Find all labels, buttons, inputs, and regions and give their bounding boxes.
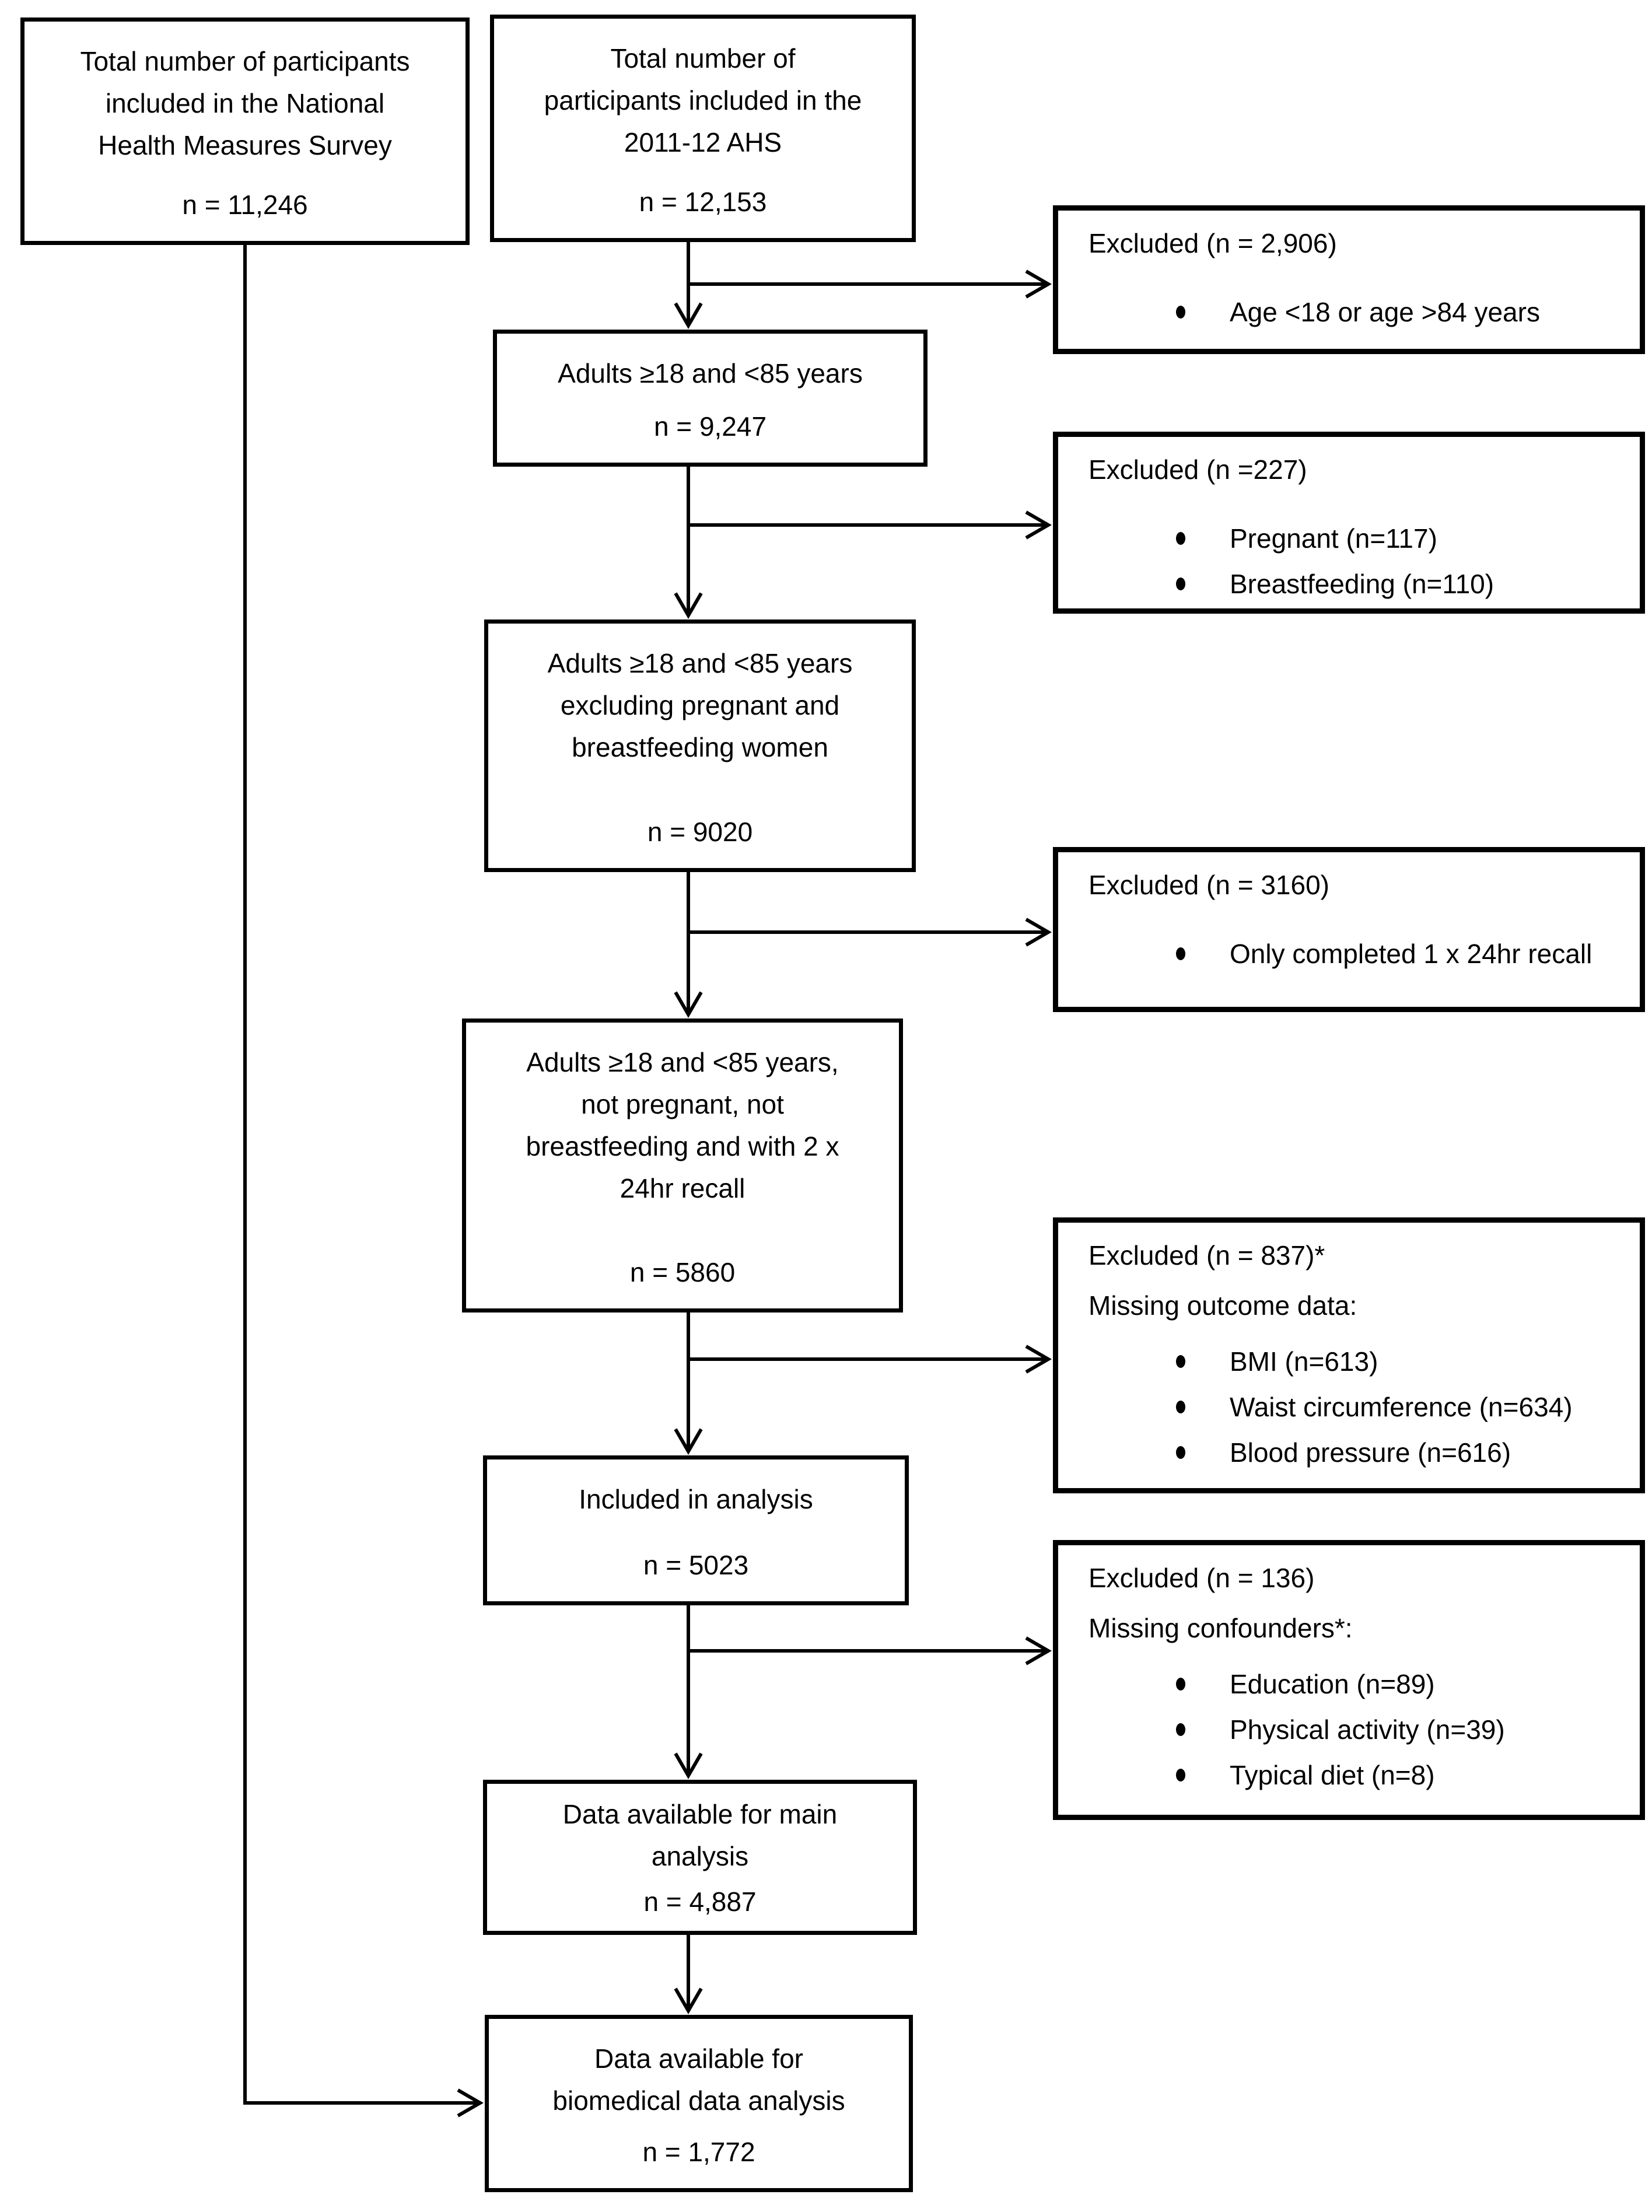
box-count: n = 4,887 — [643, 1887, 757, 1917]
box-included-in-analysis: Included in analysis n = 5023 — [483, 1455, 909, 1605]
excluded-bullet: Breastfeeding (n=110) — [1176, 566, 1623, 601]
box-count: n = 9020 — [647, 817, 753, 847]
box-count: n = 1,772 — [642, 2137, 755, 2167]
excluded-bullet-list: Pregnant (n=117) Breastfeeding (n=110) — [1088, 521, 1623, 601]
box-count: n = 5860 — [629, 1257, 736, 1287]
excluded-bullet: Age <18 or age >84 years — [1176, 295, 1623, 330]
box-excluding-pregnant: Adults ≥18 and <85 years excluding pregn… — [484, 620, 916, 872]
excluded-bullet: Physical activity (n=39) — [1176, 1712, 1623, 1747]
excluded-heading: Excluded (n = 136) — [1088, 1563, 1315, 1593]
box-count: n = 9,247 — [653, 411, 767, 442]
box-two-recalls: Adults ≥18 and <85 years, not pregnant, … — [462, 1019, 903, 1312]
box-excluded-pregnancy: Excluded (n =227) Pregnant (n=117) Breas… — [1053, 432, 1645, 614]
excluded-heading: Excluded (n = 2,906) — [1088, 228, 1337, 258]
box-excluded-age: Excluded (n = 2,906) Age <18 or age >84 … — [1053, 205, 1645, 354]
box-excluded-recall: Excluded (n = 3160) Only completed 1 x 2… — [1053, 847, 1645, 1012]
excluded-bullet-list: Age <18 or age >84 years — [1088, 295, 1623, 330]
box-total-ahs: Total number of participants included in… — [490, 15, 916, 242]
excluded-bullet: Blood pressure (n=616) — [1176, 1435, 1623, 1470]
excluded-bullet-list: Education (n=89) Physical activity (n=39… — [1088, 1667, 1623, 1793]
excluded-bullet: Waist circumference (n=634) — [1176, 1390, 1623, 1424]
box-title: Adults ≥18 and <85 years, not pregnant, … — [526, 1047, 839, 1203]
box-main-analysis: Data available for main analysis n = 4,8… — [483, 1780, 917, 1935]
excluded-bullet: Only completed 1 x 24hr recall — [1176, 936, 1623, 971]
box-title: Included in analysis — [579, 1484, 813, 1514]
excluded-subheading: Missing outcome data: — [1088, 1290, 1357, 1321]
box-adults-18-85: Adults ≥18 and <85 years n = 9,247 — [493, 330, 928, 467]
excluded-subheading: Missing confounders*: — [1088, 1613, 1353, 1643]
excluded-bullet-list: Only completed 1 x 24hr recall — [1088, 936, 1623, 971]
box-title: Data available for main analysis — [562, 1799, 838, 1871]
excluded-heading: Excluded (n = 837)* — [1088, 1240, 1325, 1270]
excluded-bullet-list: BMI (n=613) Waist circumference (n=634) … — [1088, 1344, 1623, 1470]
box-title: Total number of participants included in… — [544, 43, 862, 158]
box-title: Adults ≥18 and <85 years — [558, 358, 863, 388]
box-title: Adults ≥18 and <85 years excluding pregn… — [547, 648, 853, 762]
excluded-bullet: BMI (n=613) — [1176, 1344, 1623, 1379]
excluded-bullet: Typical diet (n=8) — [1176, 1758, 1623, 1793]
excluded-bullet: Education (n=89) — [1176, 1667, 1623, 1702]
box-count: n = 12,153 — [639, 187, 767, 217]
box-count: n = 11,246 — [182, 190, 308, 220]
box-count: n = 5023 — [643, 1550, 749, 1580]
box-title: Total number of participants included in… — [80, 46, 410, 160]
excluded-heading: Excluded (n = 3160) — [1088, 870, 1329, 900]
box-excluded-confounders: Excluded (n = 136) Missing confounders*:… — [1053, 1540, 1645, 1820]
excluded-heading: Excluded (n =227) — [1088, 454, 1307, 485]
excluded-bullet: Pregnant (n=117) — [1176, 521, 1623, 556]
box-title: Data available for biomedical data analy… — [552, 2043, 845, 2116]
box-total-nhms: Total number of participants included in… — [20, 18, 470, 245]
box-excluded-outcome: Excluded (n = 837)* Missing outcome data… — [1053, 1217, 1645, 1493]
arrow-nhms-to-biomedical — [243, 245, 484, 2118]
box-biomedical-analysis: Data available for biomedical data analy… — [485, 2015, 913, 2192]
